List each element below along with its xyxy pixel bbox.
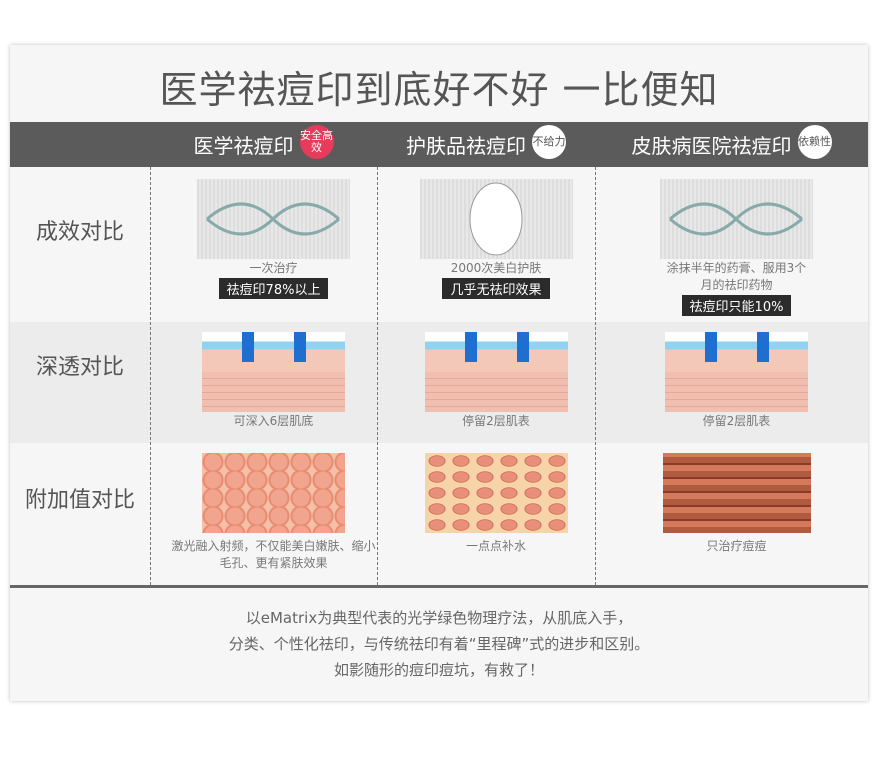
cell-text: 停留2层肌表 [462,414,530,428]
cell: 停留2层肌表 [605,332,868,429]
row-added-value: 附加值对比 激光融入射频，不仅能美白嫩肤、缩小毛孔、更有紧肤效果 一点点补水 只… [10,443,868,588]
cell: 涂抹半年的药膏、服用3个月的祛印药物 祛痘印只能10% [605,179,868,316]
row-label: 深透对比 [35,355,124,380]
cells-image [662,453,811,533]
row-effect: 成效对比 一次治疗 祛痘印78%以上 2000次美白护肤 几乎无祛印效果 涂抹半… [10,167,868,322]
page-title: 医学祛痘印到底好不好 一比便知 [159,68,719,112]
face-mask-image [419,179,573,259]
cell-text: 激光融入射频，不仅能美白嫩肤、缩小毛孔、更有紧肤效果 [171,539,376,570]
badge: 安全高效 [299,124,334,159]
cell: 可深入6层肌底 [160,332,387,429]
cell-text: 涂抹半年的药膏、服用3个月的祛印药物 [666,261,807,292]
cell-text: 只治疗痘痘 [706,539,767,553]
cell-text: 可深入6层肌底 [233,414,314,428]
dna-image [660,179,813,259]
badge: 不给力 [532,124,566,159]
column-header-medical: 医学祛痘印 安全高效 [150,122,377,167]
cell: 停留2层肌表 [387,332,605,429]
dna-image [197,179,350,259]
divider [595,167,596,585]
column-label: 医学祛痘印 [193,134,294,158]
header-bar: 医学祛痘印 安全高效 护肤品祛痘印 不给力 皮肤病医院祛痘印 依赖性 [10,122,868,167]
result-tag: 几乎无祛印效果 [442,278,550,299]
cell-text: 停留2层肌表 [702,414,771,428]
cell: 一点点补水 [387,453,605,554]
row-label: 成效对比 [35,220,124,245]
cells-image [424,453,568,533]
footer-line: 如影随形的痘印痘坑，有救了！ [333,661,544,679]
column-label: 护肤品祛痘印 [406,134,526,158]
column-label: 皮肤病医院祛痘印 [631,134,792,158]
cell: 2000次美白护肤 几乎无祛印效果 [387,179,605,299]
row-label: 附加值对比 [24,488,135,513]
cell: 激光融入射频，不仅能美白嫩肤、缩小毛孔、更有紧肤效果 [160,453,387,571]
cell-text: 一点点补水 [465,539,526,553]
divider [377,167,378,585]
footer: 以eMatrix为典型代表的光学绿色物理疗法，从肌底入手， 分类、个性化祛印，与… [10,605,868,683]
cell-text: 2000次美白护肤 [450,261,542,275]
footer-line: 分类、个性化祛印，与传统祛印有着“里程碑”式的进步和区别。 [228,635,650,653]
result-tag: 祛痘印只能10% [681,295,792,316]
footer-line: 以eMatrix为典型代表的光学绿色物理疗法，从肌底入手， [245,609,633,627]
column-header-skincare: 护肤品祛痘印 不给力 [377,122,595,167]
cell-text: 一次治疗 [249,261,298,275]
skin-layers-image [202,332,345,412]
badge: 依赖性 [797,124,832,159]
cell: 一次治疗 祛痘印78%以上 [160,179,387,299]
skin-layers-image [665,332,808,412]
comparison-card: 医学祛痘印到底好不好 一比便知 医学祛痘印 安全高效 护肤品祛痘印 不给力 皮肤… [10,45,868,701]
cell: 只治疗痘痘 [605,453,868,554]
row-depth: 深透对比 可深入6层肌底 停留2层肌表 停留2层肌表 [10,322,868,443]
cells-image [202,453,345,533]
skin-layers-image [424,332,568,412]
divider [150,167,151,585]
result-tag: 祛痘印78%以上 [218,278,329,299]
column-header-hospital: 皮肤病医院祛痘印 依赖性 [595,122,868,167]
